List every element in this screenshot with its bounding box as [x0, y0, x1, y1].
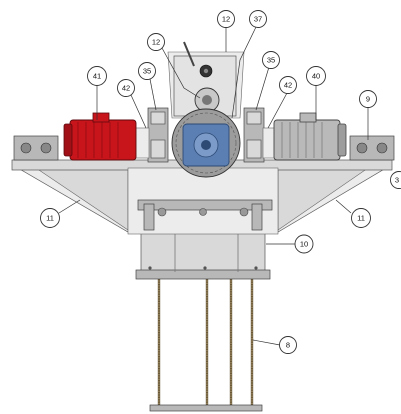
callout-10: 10 [294, 234, 314, 254]
callout-8-label: 8 [286, 341, 290, 350]
callout-12-top: 12 [217, 10, 235, 28]
callout-35-left-label: 35 [143, 67, 151, 76]
base-plate [149, 404, 263, 412]
callout-40-label: 40 [312, 72, 320, 81]
callout-9: 9 [359, 90, 377, 108]
callout-37: 37 [249, 10, 267, 28]
callout-11-right-label: 11 [357, 214, 365, 223]
callout-41: 41 [87, 66, 107, 86]
couplings [134, 127, 278, 159]
callout-11-left-label: 11 [46, 214, 54, 223]
callout-42-left: 42 [117, 79, 135, 97]
gearbox [182, 123, 230, 167]
callout-11-left: 11 [40, 208, 60, 228]
leader-lines [58, 26, 369, 346]
callout-35-right-label: 35 [267, 56, 275, 65]
callout-42-right-label: 42 [284, 81, 292, 90]
callout-11-right: 11 [351, 208, 371, 228]
callout-42-left-label: 42 [122, 84, 130, 93]
callout-3-label: 3 [395, 176, 399, 185]
lower-column [135, 231, 271, 280]
callout-37-label: 37 [254, 15, 262, 24]
callout-40: 40 [306, 66, 326, 86]
end-clamps [13, 135, 395, 161]
top-housing [167, 41, 245, 119]
callout-41-label: 41 [93, 72, 101, 81]
callout-8: 8 [279, 336, 297, 354]
left-motor [63, 112, 137, 161]
callout-35-right: 35 [262, 51, 280, 69]
side-wings [16, 167, 388, 233]
callout-9-label: 9 [366, 95, 370, 104]
callout-12-top-label: 12 [222, 15, 230, 24]
callout-42-right: 42 [279, 76, 297, 94]
callout-3: 3 [390, 171, 401, 189]
bearing-housings [147, 107, 265, 163]
callout-10-label: 10 [300, 240, 308, 249]
callout-12-mid-label: 12 [152, 38, 160, 47]
callout-12-mid: 12 [147, 33, 165, 51]
callout-35-left: 35 [138, 62, 156, 80]
threaded-rods [149, 278, 263, 412]
right-motor [273, 112, 347, 161]
